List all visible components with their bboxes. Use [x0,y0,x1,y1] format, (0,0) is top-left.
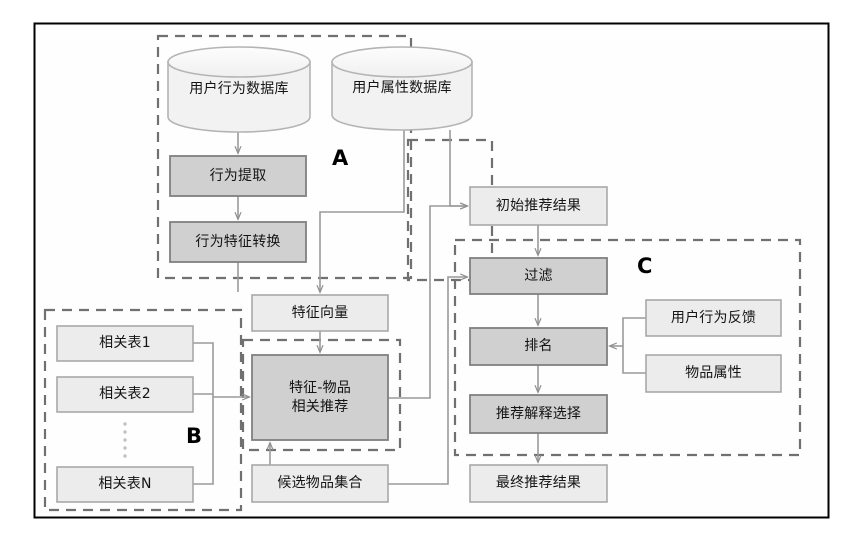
group-letter-a: A [332,146,349,170]
connector-itemattribute-to-ranking [622,346,646,374]
ranking-box[interactable] [469,327,608,366]
behavior-extraction-box[interactable] [169,155,307,197]
relation-table-ellipsis [123,422,127,458]
connector-attributedb-to-featurevector [320,130,405,292]
explanation-selection-box[interactable] [469,394,608,434]
feature-vector-box[interactable] [251,294,389,332]
group-letter-b: B [186,424,203,448]
connector-candidate-to-filter [388,277,467,485]
user-attribute-db[interactable] [331,46,473,131]
group-b-boundary [43,308,243,512]
behavior-feature-transform-box[interactable] [169,221,307,263]
final-recommend-result-box[interactable] [469,464,608,503]
item-attribute-box[interactable] [645,354,782,393]
candidate-item-set-box[interactable] [251,464,389,503]
connector-feedback-to-ranking [622,317,646,346]
relation-table-1-box[interactable] [56,325,194,362]
user-behavior-feedback-box[interactable] [645,299,782,337]
relation-table-2-box[interactable] [56,376,194,413]
group-letter-c: C [637,254,653,278]
user-behavior-db[interactable] [167,46,311,133]
initial-recommend-result-box[interactable] [469,186,608,226]
connector-recommend-to-initialresult [388,206,467,399]
feature-item-recommend-box[interactable] [251,354,389,441]
relation-table-n-box[interactable] [56,466,194,503]
filter-box[interactable] [469,257,608,295]
connector-table1-to-recommend [193,342,214,397]
group-c-boundary [453,238,802,457]
group-a-boundary [156,34,413,280]
connector-tablen-to-recommend [193,397,214,485]
